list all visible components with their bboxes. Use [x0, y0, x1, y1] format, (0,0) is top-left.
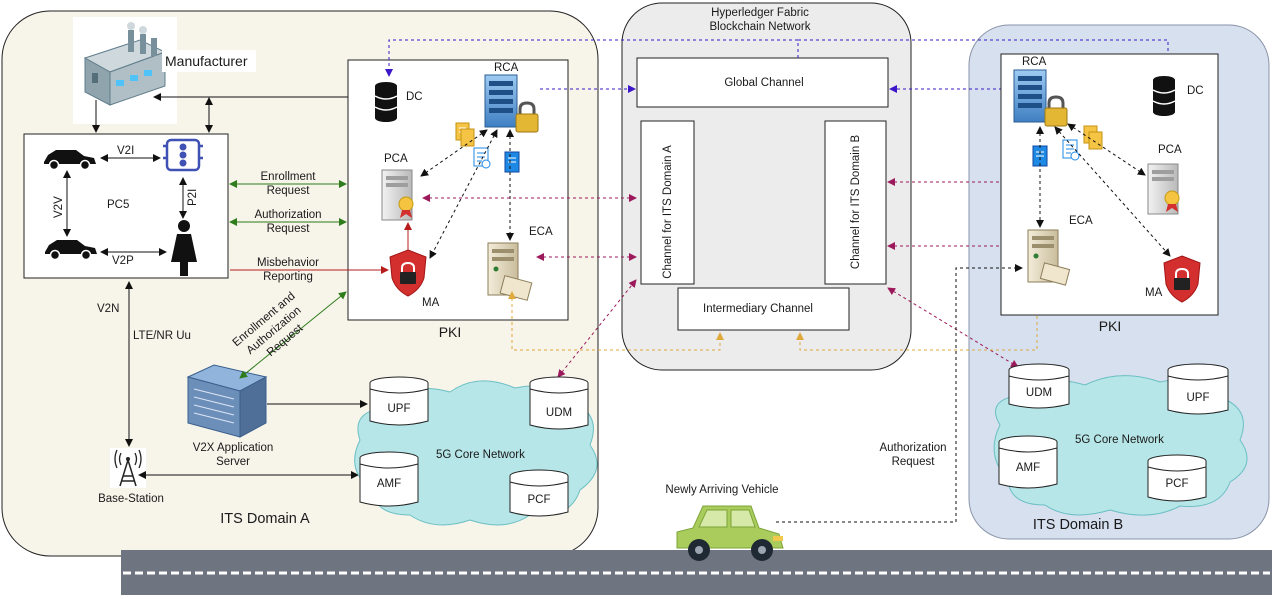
pedestrian-icon — [171, 220, 197, 276]
pki-a-title: PKI — [439, 324, 462, 340]
pki-b-title: PKI — [1099, 318, 1122, 334]
ma-shield-icon — [1163, 255, 1201, 303]
core-b-title: 5G Core Network — [1075, 434, 1164, 446]
ma-a-label: MA — [422, 297, 440, 309]
upf-b-label: UPF — [1187, 392, 1210, 404]
global-channel-label: Global Channel — [724, 77, 803, 89]
base-station-label: Base-Station — [98, 493, 164, 505]
v2x-server-label-1: V2X Application — [193, 442, 274, 454]
rca-server-icon — [1013, 69, 1047, 123]
intermediary-channel-label: Intermediary Channel — [703, 303, 813, 315]
car-icon — [44, 150, 96, 171]
v2n-label: V2N — [97, 303, 119, 315]
domain-a-title: ITS Domain A — [220, 511, 310, 527]
factory-icon — [73, 17, 177, 124]
upf-a-label: UPF — [388, 403, 411, 415]
database-icon — [1152, 76, 1176, 116]
v2x-server-label-2: Server — [216, 456, 250, 468]
eca-a-label: ECA — [529, 226, 553, 238]
core-a-title: 5G Core Network — [436, 449, 525, 461]
pca-server-icon — [1147, 163, 1180, 215]
enrollment-label-1: Enrollment — [261, 171, 317, 183]
dc-b-label: DC — [1187, 85, 1204, 97]
pc5-label: PC5 — [107, 199, 129, 211]
auth-b-label-1: Authorization — [879, 442, 946, 454]
amf-a-label: AMF — [377, 478, 401, 490]
dc-a-label: DC — [406, 91, 423, 103]
udm-database-icon — [529, 376, 589, 430]
amf-database-icon — [359, 451, 419, 507]
enrollment-label-2: Request — [267, 185, 311, 197]
certificate-icon — [504, 151, 520, 173]
misbehavior-label-1: Misbehavior — [257, 257, 319, 269]
pca-server-icon — [381, 169, 414, 221]
traffic-light-icon — [163, 138, 203, 172]
lock-icon — [1044, 95, 1068, 127]
ma-shield-icon — [389, 249, 427, 297]
misbehavior-label-2: Reporting — [263, 271, 313, 283]
udm-b-label: UDM — [1026, 387, 1052, 399]
v2v-label: V2V — [53, 196, 65, 218]
lock-icon — [515, 101, 539, 133]
pcf-b-label: PCF — [1166, 478, 1189, 490]
pcf-database-icon — [509, 469, 569, 517]
p2i-label: P2I — [187, 189, 199, 206]
car-icon — [45, 240, 97, 261]
rca-b-label: RCA — [1022, 56, 1047, 68]
certificate-icon — [1062, 139, 1080, 161]
database-icon — [374, 82, 398, 122]
its-b-channel-box — [824, 120, 887, 285]
rca-server-icon — [484, 74, 518, 128]
udm-database-icon — [1008, 363, 1070, 409]
vehicle-icon — [676, 505, 784, 561]
blockchain-title-2: Blockchain Network — [710, 21, 811, 33]
manufacturer-label: Manufacturer — [165, 53, 248, 69]
upf-database-icon — [1167, 363, 1229, 415]
v2x-server-icon — [186, 364, 268, 438]
pca-a-label: PCA — [384, 153, 408, 165]
rca-a-label: RCA — [494, 62, 519, 74]
pcf-a-label: PCF — [528, 494, 551, 506]
v2i-label: V2I — [117, 145, 134, 157]
amf-database-icon — [998, 435, 1058, 489]
auth-b-label-2: Request — [892, 456, 936, 468]
ma-b-label: MA — [1145, 287, 1163, 299]
pcf-database-icon — [1147, 454, 1207, 502]
base-station-icon — [110, 448, 146, 488]
eca-b-label: ECA — [1069, 215, 1093, 227]
lte-label: LTE/NR Uu — [133, 330, 191, 342]
amf-b-label: AMF — [1016, 462, 1040, 474]
authorization-label-2: Request — [267, 223, 311, 235]
vehicle-label: Newly Arriving Vehicle — [665, 484, 778, 496]
pca-b-label: PCA — [1158, 144, 1182, 156]
authorization-label-1: Authorization — [254, 209, 321, 221]
domain-b-title: ITS Domain B — [1033, 517, 1123, 533]
its-b-channel-label: Channel for ITS Domain B — [850, 135, 862, 270]
upf-database-icon — [369, 376, 429, 426]
global-channel-box — [636, 57, 889, 108]
v2p-label: V2P — [112, 255, 134, 267]
its-a-channel-label: Channel for ITS Domain A — [662, 145, 674, 279]
its-a-channel-box — [640, 120, 695, 285]
blockchain-title-1: Hyperledger Fabric — [711, 7, 809, 19]
udm-a-label: UDM — [546, 407, 572, 419]
